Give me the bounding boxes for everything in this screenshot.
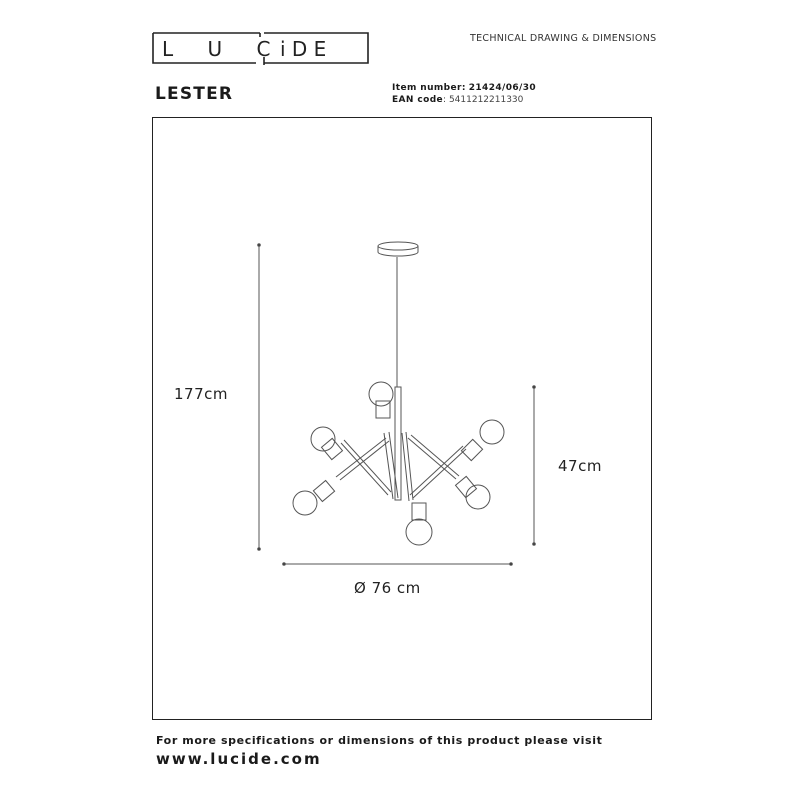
website-link[interactable]: www.lucide.com xyxy=(156,750,322,768)
bulb-top xyxy=(368,381,394,419)
item-number-row: Item number: 21424/06/30 xyxy=(392,82,536,94)
logo-text: L U C xyxy=(162,37,284,61)
product-name: LESTER xyxy=(155,84,234,104)
lamp-technical-drawing xyxy=(257,241,536,566)
document-type-label: TECHNICAL DRAWING & DIMENSIONS xyxy=(470,33,657,44)
ean-value: : 5411212211330 xyxy=(443,95,524,105)
item-number-value: 21424/06/30 xyxy=(468,83,537,93)
canopy xyxy=(377,241,419,251)
svg-text:i D E: i D E xyxy=(280,37,326,61)
bulb-upper-left xyxy=(310,426,344,461)
diameter-label: Ø 76 cm xyxy=(354,579,421,597)
bulb-upper-right xyxy=(460,419,505,462)
body-height-label: 47cm xyxy=(558,457,602,475)
item-number-label: Item number: xyxy=(392,83,466,93)
product-meta: Item number: 21424/06/30 EAN code: 54112… xyxy=(392,82,536,106)
footer-note: For more specifications or dimensions of… xyxy=(156,734,603,747)
central-rod xyxy=(394,386,402,501)
total-height-label: 177cm xyxy=(174,385,228,403)
lucide-logo: L U C i D E xyxy=(152,31,369,65)
bulb-lower-left xyxy=(292,479,336,516)
ean-row: EAN code: 5411212211330 xyxy=(392,94,536,106)
bulb-lower-right xyxy=(454,475,491,510)
bulb-bottom xyxy=(405,502,433,546)
drawing-frame: 177cm 47cm Ø 76 cm xyxy=(152,117,652,720)
ean-label: EAN code xyxy=(392,95,444,105)
